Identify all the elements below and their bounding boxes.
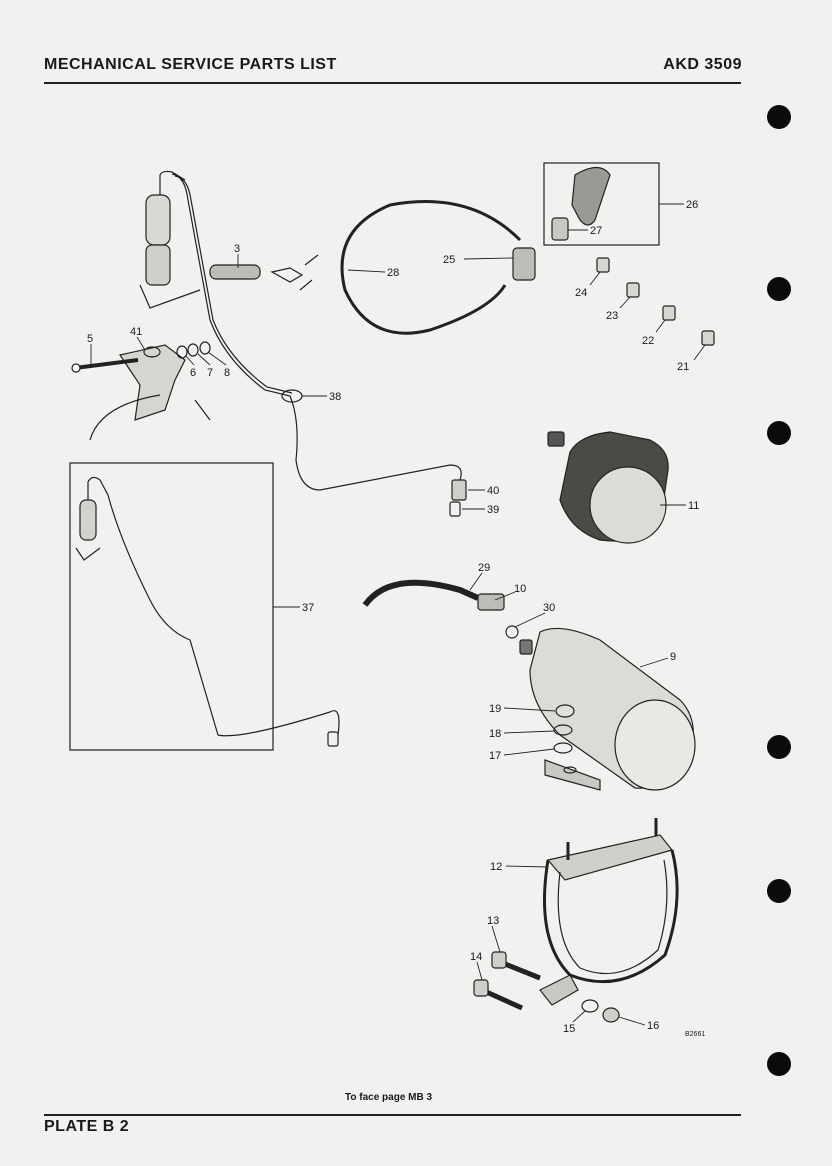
binder-hole <box>767 105 791 129</box>
callout-29: 29 <box>478 562 490 574</box>
callout-9: 9 <box>670 651 676 663</box>
part-26-cap <box>571 166 611 226</box>
part-10 <box>477 593 505 611</box>
part-17 <box>553 742 573 754</box>
part-29-lead <box>362 579 480 607</box>
part-9-coil <box>519 627 696 791</box>
part-16-nut <box>602 1007 620 1023</box>
callout-24: 24 <box>575 287 587 299</box>
callout-3: 3 <box>234 243 240 255</box>
part-25-connector <box>512 247 536 281</box>
callout-23: 23 <box>606 310 618 322</box>
vacuum-unit <box>139 170 201 309</box>
part-23 <box>626 282 640 298</box>
callout-14: 14 <box>470 951 482 963</box>
part-40-nut <box>451 479 467 501</box>
page-note: To face page MB 3 <box>345 1092 433 1103</box>
binder-hole <box>767 277 791 301</box>
callout-30: 30 <box>543 602 555 614</box>
callout-11: 11 <box>688 500 699 512</box>
part-39-olive <box>449 501 461 517</box>
callout-21: 21 <box>677 361 689 373</box>
callout-28: 28 <box>387 267 399 279</box>
callout-26: 26 <box>686 199 698 211</box>
callout-15: 15 <box>563 1023 575 1035</box>
part-22 <box>662 305 676 321</box>
callout-8: 8 <box>224 367 230 379</box>
plate-label: PLATE B 2 <box>44 1118 130 1135</box>
callout-5: 5 <box>87 333 93 345</box>
vacuum-pipe <box>171 173 462 491</box>
callout-37: 37 <box>302 602 314 614</box>
part-14-screw <box>480 987 524 1011</box>
callout-7: 7 <box>207 367 213 379</box>
part-6 <box>176 345 188 359</box>
part-28-ht-lead <box>340 200 522 335</box>
callout-12: 12 <box>490 861 502 873</box>
part-3 <box>209 264 261 280</box>
part-15-washer <box>581 999 599 1013</box>
callout-25: 25 <box>443 254 455 266</box>
callout-6: 6 <box>190 367 196 379</box>
callout-10: 10 <box>514 583 526 595</box>
alt-vacuum-pipe <box>87 476 340 737</box>
binder-hole <box>767 421 791 445</box>
part-12-clamp <box>539 818 679 1006</box>
part-21 <box>701 330 715 346</box>
part-18 <box>553 724 573 736</box>
callout-41: 41 <box>130 326 142 338</box>
part-27 <box>551 217 569 241</box>
part-5-bolt <box>74 358 139 370</box>
header-rule <box>44 82 741 84</box>
callout-40: 40 <box>487 485 499 497</box>
callout-19: 19 <box>489 703 501 715</box>
callout-18: 18 <box>489 728 501 740</box>
part-24 <box>596 257 610 273</box>
document-reference: AKD 3509 <box>663 56 742 73</box>
part-13-screw <box>499 959 541 981</box>
callout-39: 39 <box>487 504 499 516</box>
page-title: MECHANICAL SERVICE PARTS LIST <box>44 56 337 73</box>
footer-rule <box>44 1114 741 1116</box>
binder-hole <box>767 879 791 903</box>
callout-22: 22 <box>642 335 654 347</box>
drawing-code: B2661 <box>685 1031 705 1038</box>
binder-hole <box>767 1052 791 1076</box>
binder-hole <box>767 735 791 759</box>
callout-38: 38 <box>329 391 341 403</box>
part-8 <box>199 341 211 355</box>
part-7 <box>187 343 199 357</box>
callout-13: 13 <box>487 915 499 927</box>
inset-box-alt-pipe <box>69 462 274 751</box>
part-19 <box>555 704 575 718</box>
callout-27: 27 <box>590 225 602 237</box>
callout-17: 17 <box>489 750 501 762</box>
part-11-coil-cover <box>547 431 669 544</box>
callout-16: 16 <box>647 1020 659 1032</box>
part-30-washer <box>505 625 519 639</box>
part-41-bracket <box>119 344 186 421</box>
